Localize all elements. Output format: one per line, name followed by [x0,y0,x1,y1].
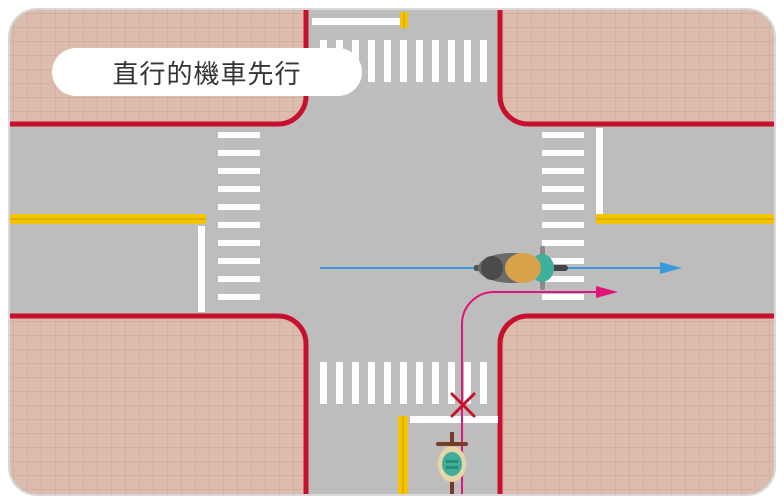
sidewalk-bottom-left [9,316,306,495]
stop-line-right [596,128,603,214]
motorcycle-top-view-icon [474,246,568,290]
sidewalk-top-right [500,9,775,124]
turn-path-arrow [461,286,618,495]
cross-mark-icon [450,392,476,418]
crosswalk-right [542,132,584,300]
stop-line-top [312,18,400,25]
diagram-frame [8,8,776,496]
stop-line-bottom [410,416,498,423]
sidewalk-bottom-right [500,316,775,495]
crosswalk-bottom [320,362,487,404]
bicycle-top-view-icon [436,432,468,495]
stop-line-left [198,226,205,312]
title-badge: 直行的機車先行 [52,48,362,96]
diagram-title: 直行的機車先行 [112,59,302,90]
crosswalk-left [218,132,260,300]
